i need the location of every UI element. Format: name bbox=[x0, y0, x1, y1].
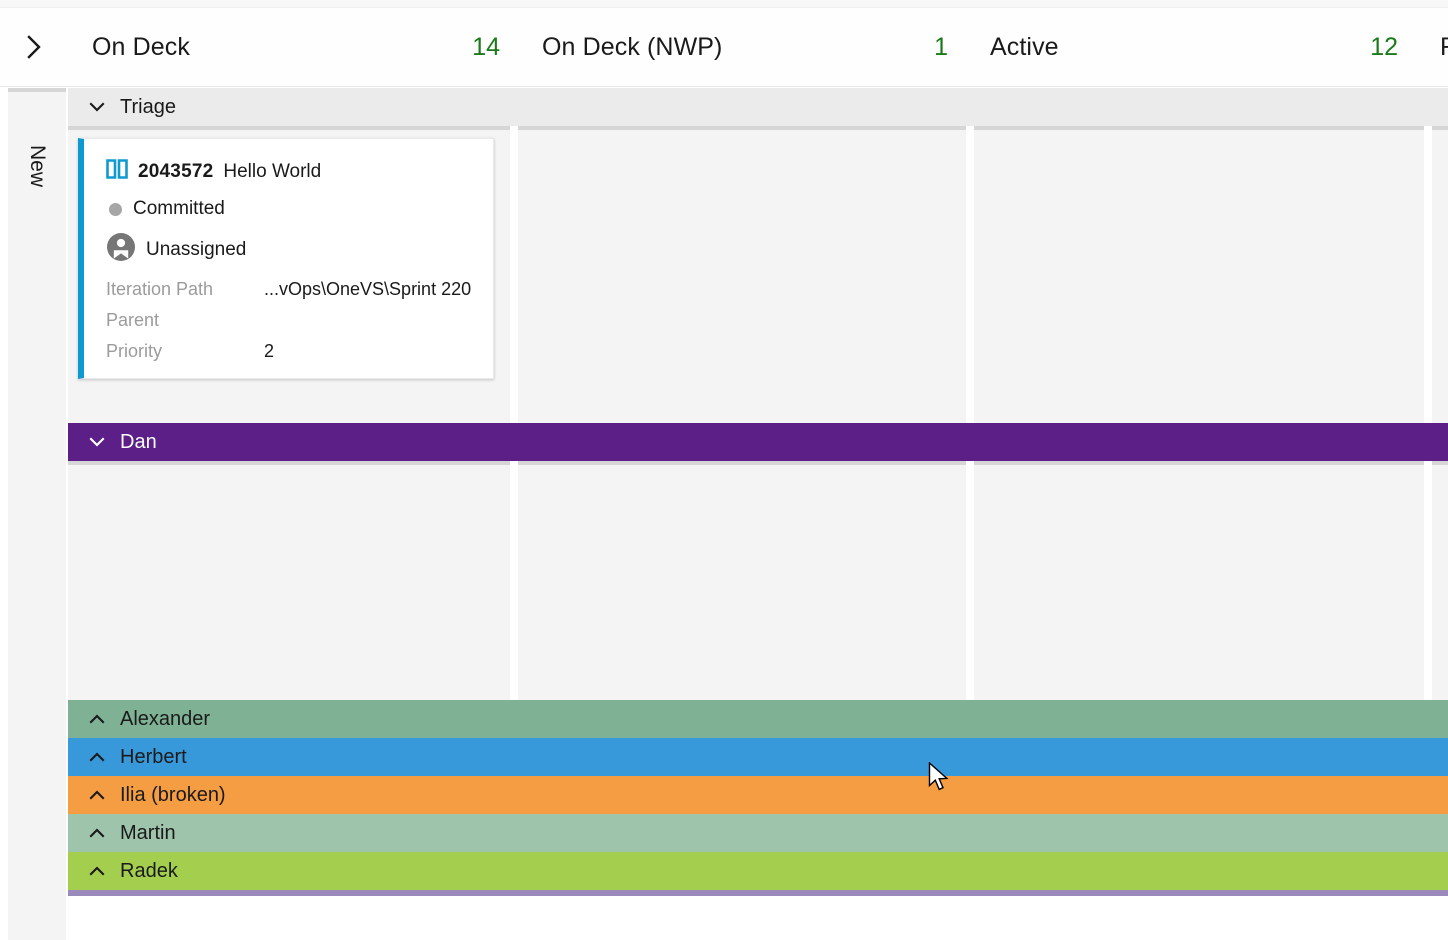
card-state-row: Committed bbox=[106, 198, 475, 220]
board-cell[interactable] bbox=[518, 126, 966, 423]
board-cell[interactable] bbox=[1432, 126, 1448, 423]
column-header-on-deck-nwp[interactable]: On Deck (NWP) 1 bbox=[518, 8, 966, 87]
column-count: 12 bbox=[1370, 32, 1398, 61]
work-item-card[interactable]: 2043572 Hello World Committed bbox=[78, 138, 494, 379]
swimlane-label: Alexander bbox=[120, 707, 211, 730]
left-rail: New bbox=[0, 88, 68, 940]
top-strip bbox=[0, 0, 1448, 8]
swimlane-label: Herbert bbox=[120, 745, 187, 768]
swimlane-header-next-partial[interactable] bbox=[68, 890, 1448, 896]
swimlane-header-triage[interactable]: Triage bbox=[68, 88, 1448, 126]
chevron-up-icon bbox=[86, 708, 108, 730]
column-count: 14 bbox=[472, 32, 500, 61]
swimlane-header-ilia[interactable]: Ilia (broken) bbox=[68, 776, 1448, 814]
swimlane-row-triage: 2043572 Hello World Committed bbox=[68, 126, 1448, 423]
swimlane-label: Dan bbox=[120, 430, 157, 453]
column-header-row: On Deck 14 On Deck (NWP) 1 Active 12 R bbox=[0, 8, 1448, 87]
field-label: Iteration Path bbox=[106, 279, 214, 299]
board-cell[interactable] bbox=[974, 126, 1424, 423]
swimlane-header-radek[interactable]: Radek bbox=[68, 852, 1448, 890]
board-body: Triage 2043572 Hello World bbox=[68, 88, 1448, 940]
field-value: 2 bbox=[264, 341, 275, 361]
chevron-right-icon[interactable] bbox=[0, 8, 68, 87]
field-value: ...vOps\OneVS\Sprint 220 bbox=[264, 279, 472, 299]
chevron-up-icon bbox=[86, 822, 108, 844]
card-title: Hello World bbox=[223, 160, 322, 182]
swimlane-header-martin[interactable]: Martin bbox=[68, 814, 1448, 852]
field-label: Priority bbox=[106, 341, 163, 361]
rail-label-new: New bbox=[26, 144, 49, 188]
card-title-row: 2043572 Hello World bbox=[106, 159, 475, 184]
card-field-iteration-path: Iteration Path ...vOps\OneVS\Sprint 220 bbox=[106, 279, 475, 300]
card-field-priority: Priority 2 bbox=[106, 341, 475, 362]
card-assignee-row[interactable]: Unassigned bbox=[106, 232, 475, 267]
swimlane-label: Ilia (broken) bbox=[120, 783, 226, 806]
chevron-up-icon bbox=[86, 860, 108, 882]
chevron-down-icon bbox=[86, 96, 108, 118]
column-title: On Deck (NWP) bbox=[542, 32, 723, 61]
swimlane-label: Triage bbox=[120, 95, 176, 118]
rail-column-new[interactable]: New bbox=[8, 88, 66, 940]
swimlane-header-dan[interactable]: Dan bbox=[68, 423, 1448, 461]
swimlane-label: Martin bbox=[120, 821, 176, 844]
column-title: Active bbox=[990, 32, 1059, 61]
board-cell[interactable] bbox=[974, 461, 1424, 700]
board-cell[interactable] bbox=[518, 461, 966, 700]
user-story-icon bbox=[106, 159, 128, 184]
swimlane-label: Radek bbox=[120, 859, 178, 882]
swimlane-header-herbert[interactable]: Herbert bbox=[68, 738, 1448, 776]
state-dot-icon bbox=[109, 202, 122, 216]
field-label: Parent bbox=[106, 310, 160, 330]
swimlane-row-dan bbox=[68, 461, 1448, 700]
board-cell[interactable] bbox=[68, 461, 510, 700]
card-field-parent: Parent bbox=[106, 310, 475, 331]
column-header-partial[interactable]: R bbox=[1416, 8, 1448, 87]
card-id: 2043572 bbox=[138, 160, 214, 182]
card-state-label: Committed bbox=[133, 198, 225, 219]
chevron-down-icon bbox=[86, 431, 108, 453]
swimlane-header-alexander[interactable]: Alexander bbox=[68, 700, 1448, 738]
column-header-active[interactable]: Active 12 bbox=[966, 8, 1416, 87]
board-cell[interactable] bbox=[1432, 461, 1448, 700]
board-cell[interactable]: 2043572 Hello World Committed bbox=[68, 126, 510, 423]
column-header-on-deck[interactable]: On Deck 14 bbox=[68, 8, 518, 87]
unassigned-avatar-icon bbox=[106, 232, 136, 267]
chevron-up-icon bbox=[86, 784, 108, 806]
column-title: R bbox=[1440, 33, 1448, 62]
column-count: 1 bbox=[934, 32, 948, 61]
column-title: On Deck bbox=[92, 32, 190, 61]
card-assignee-label: Unassigned bbox=[146, 238, 247, 260]
chevron-up-icon bbox=[86, 746, 108, 768]
